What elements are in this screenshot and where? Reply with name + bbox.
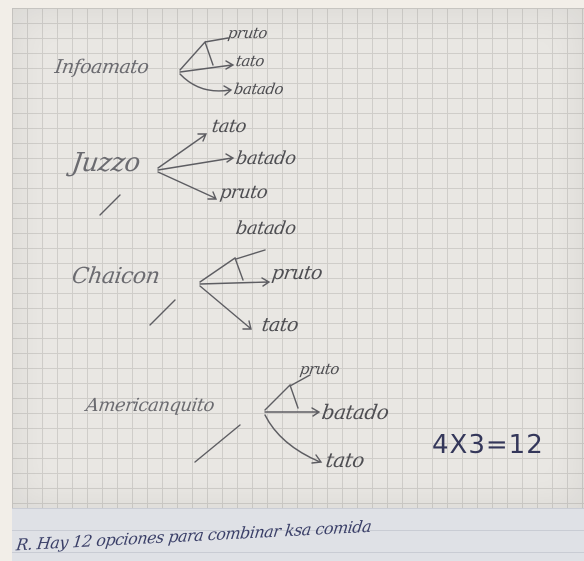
group-2-option-1: tato	[210, 116, 248, 137]
arrow-4b	[264, 407, 321, 417]
group-1-option-1: pruto	[226, 24, 269, 42]
arrow-3a	[199, 249, 266, 283]
group-1-label: Infoamato	[53, 56, 151, 78]
pencil-stroke-3	[149, 299, 176, 326]
group-4-label: Americanquito	[84, 395, 216, 416]
equation: 4X3=12	[432, 430, 544, 460]
pencil-stroke-2	[99, 194, 121, 216]
arrow-1b	[179, 60, 235, 73]
group-2-option-2: batado	[234, 148, 298, 169]
group-3-option-2: pruto	[270, 262, 324, 284]
group-4-option-3: tato	[324, 448, 366, 472]
arrow-4a	[264, 374, 311, 411]
graph-paper	[12, 8, 584, 508]
group-4-option-2: batado	[320, 400, 391, 424]
group-1-option-3: batado	[232, 80, 285, 98]
pencil-stroke-4	[194, 424, 241, 463]
group-2-label: Juzzo	[69, 148, 142, 178]
arrow-3b	[199, 277, 271, 287]
group-3-option-3: tato	[260, 314, 300, 336]
arrow-2c	[157, 171, 218, 200]
arrow-2b	[157, 153, 235, 171]
group-3-label: Chaicon	[70, 264, 162, 289]
arrow-2a	[157, 133, 208, 169]
group-4-option-1: pruto	[298, 360, 341, 378]
arrow-1a	[179, 37, 229, 71]
lined-paper-strip	[12, 508, 584, 561]
group-2-option-3: pruto	[218, 182, 269, 203]
group-3-option-1: batado	[234, 218, 298, 239]
arrow-4c	[264, 414, 323, 464]
arrow-3c	[199, 285, 252, 330]
arrow-1c	[179, 73, 233, 96]
group-1-option-2: tato	[234, 52, 266, 70]
